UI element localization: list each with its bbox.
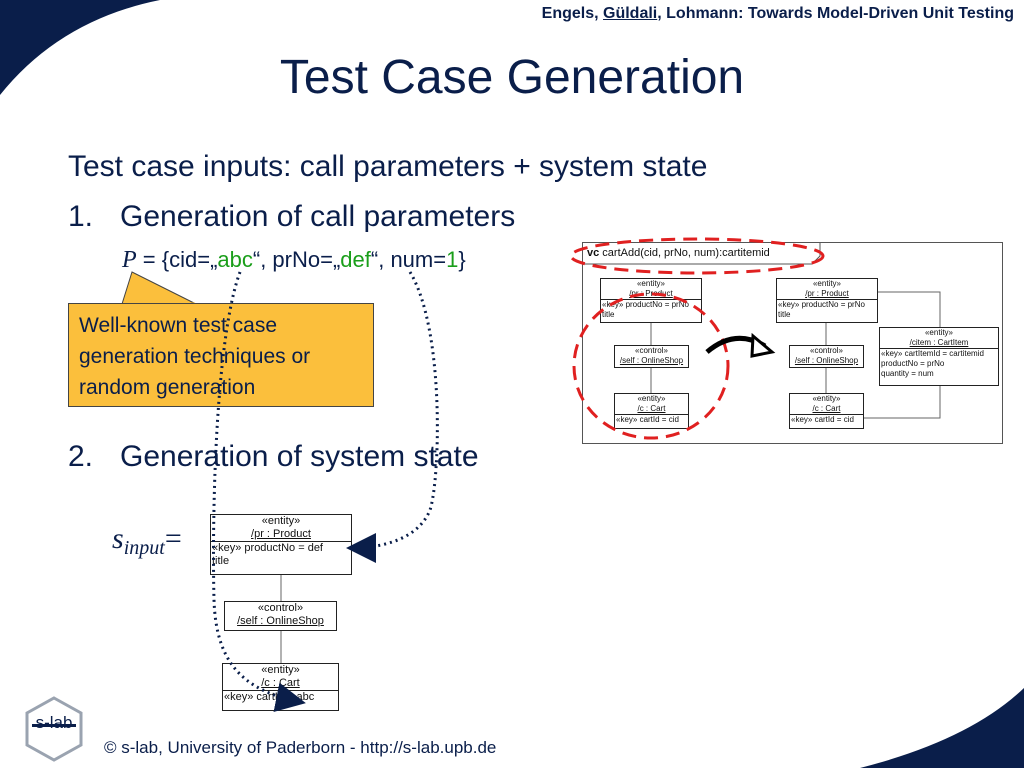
attribute: productNo = prNo xyxy=(881,359,945,368)
credit-authors-post: , Lohmann: Towards Model-Driven Unit Tes… xyxy=(657,5,1014,22)
object-name: /c : Cart xyxy=(637,404,666,413)
author-credit: Engels, Güldali, Lohmann: Towards Model-… xyxy=(542,5,1014,23)
object-name: /self : OnlineShop xyxy=(237,615,324,627)
stereotype: «control» xyxy=(635,346,668,355)
attribute: «key» productNo = prNo xyxy=(602,300,689,309)
vc-right-onlineshop: «control»/self : OnlineShop xyxy=(789,345,864,368)
attribute: title xyxy=(778,310,791,319)
logo-text: s-lab xyxy=(35,713,73,732)
stereotype: «entity» xyxy=(637,394,666,403)
system-state-symbol: sinput= xyxy=(112,522,182,560)
transform-arrowhead-icon xyxy=(750,332,776,358)
vc-right-cartitem: «entity»/citem : CartItem «key» cartItem… xyxy=(879,327,999,386)
visual-contract-label: vc cartAdd(cid, prNo, num):cartitemid xyxy=(583,243,774,263)
item-1-number: 1. xyxy=(68,200,94,233)
attribute: «key» productNo = prNo xyxy=(778,300,865,309)
def-mapping-arrow xyxy=(346,271,439,563)
abc-mapping-arrow xyxy=(211,271,306,712)
stereotype: «control» xyxy=(810,346,843,355)
item-2-number: 2. xyxy=(68,440,94,473)
s-lab-logo-icon xyxy=(25,696,83,762)
attribute: «key» cartItemId = cartitemid xyxy=(881,349,984,358)
value-abc: abc xyxy=(217,247,253,272)
stereotype: «entity» xyxy=(636,279,666,288)
credit-authors-pre: Engels, xyxy=(541,5,604,22)
stereotype: «control» xyxy=(257,602,304,614)
sinput-eq: = xyxy=(164,522,182,555)
object-name: /self : OnlineShop xyxy=(794,356,859,365)
footer-copyright: © s-lab, University of Paderborn - http:… xyxy=(104,738,497,757)
stereotype: «entity» xyxy=(924,328,954,337)
equation-part: = {cid=„ xyxy=(136,247,218,272)
equation-part: “, prNo=„ xyxy=(252,247,341,272)
attribute: «key» cartId = cid xyxy=(616,415,679,424)
vc-label-highlight xyxy=(569,237,825,275)
slide-title: Test Case Generation xyxy=(279,51,745,104)
stereotype: «entity» xyxy=(261,515,301,527)
object-name: /pr : Product xyxy=(629,289,673,298)
attribute: title xyxy=(602,310,615,319)
object-name: /pr : Product xyxy=(251,528,311,540)
vc-left-onlineshop: «control»/self : OnlineShop xyxy=(614,345,689,368)
call-parameters-equation: P = {cid=„abc“, prNo=„def“, num=1} xyxy=(122,247,466,274)
value-def: def xyxy=(340,247,371,272)
sinput-sub: input xyxy=(123,537,165,559)
vc-right-product: «entity»/pr : Product «key» productNo = … xyxy=(776,278,878,323)
equation-part: } xyxy=(458,247,466,272)
object-name: /self : OnlineShop xyxy=(619,356,684,365)
attribute: «key» cartId = cid xyxy=(791,415,854,424)
item-1-text: Generation of call parameters xyxy=(120,200,516,233)
state-onlineshop: «control»/self : OnlineShop xyxy=(224,601,337,631)
top-left-corner-shape xyxy=(0,0,160,95)
vc-left-cart: «entity»/c : Cart «key» cartId = cid xyxy=(614,393,689,429)
vc-tab-outline xyxy=(583,243,821,265)
vc-bold: vc xyxy=(587,247,600,259)
equation-variable: P xyxy=(122,247,137,273)
object-name: /pr : Product xyxy=(805,289,849,298)
item-2-text: Generation of system state xyxy=(120,440,479,473)
intro-line: Test case inputs: call parameters + syst… xyxy=(68,150,708,183)
vc-signature: cartAdd(cid, prNo, num):cartitemid xyxy=(599,247,770,259)
equation-part: “, num= xyxy=(370,247,447,272)
sinput-base: s xyxy=(112,522,124,555)
object-name: /citem : CartItem xyxy=(909,338,969,347)
bottom-right-corner-shape xyxy=(860,688,1024,768)
attribute: title xyxy=(212,555,230,567)
stereotype: «entity» xyxy=(812,394,841,403)
value-1: 1 xyxy=(446,247,459,272)
credit-author-underlined: Güldali xyxy=(603,5,658,22)
attribute: quantity = num xyxy=(881,369,934,378)
stereotype: «entity» xyxy=(261,664,300,676)
vc-right-cart: «entity»/c : Cart «key» cartId = cid xyxy=(789,393,864,429)
precondition-highlight xyxy=(572,292,730,440)
stereotype: «entity» xyxy=(812,279,842,288)
state-product: «entity»/pr : Product «key» productNo = … xyxy=(210,514,352,575)
attribute: «key» productNo = def xyxy=(212,542,323,554)
object-name: /c : Cart xyxy=(812,404,841,413)
